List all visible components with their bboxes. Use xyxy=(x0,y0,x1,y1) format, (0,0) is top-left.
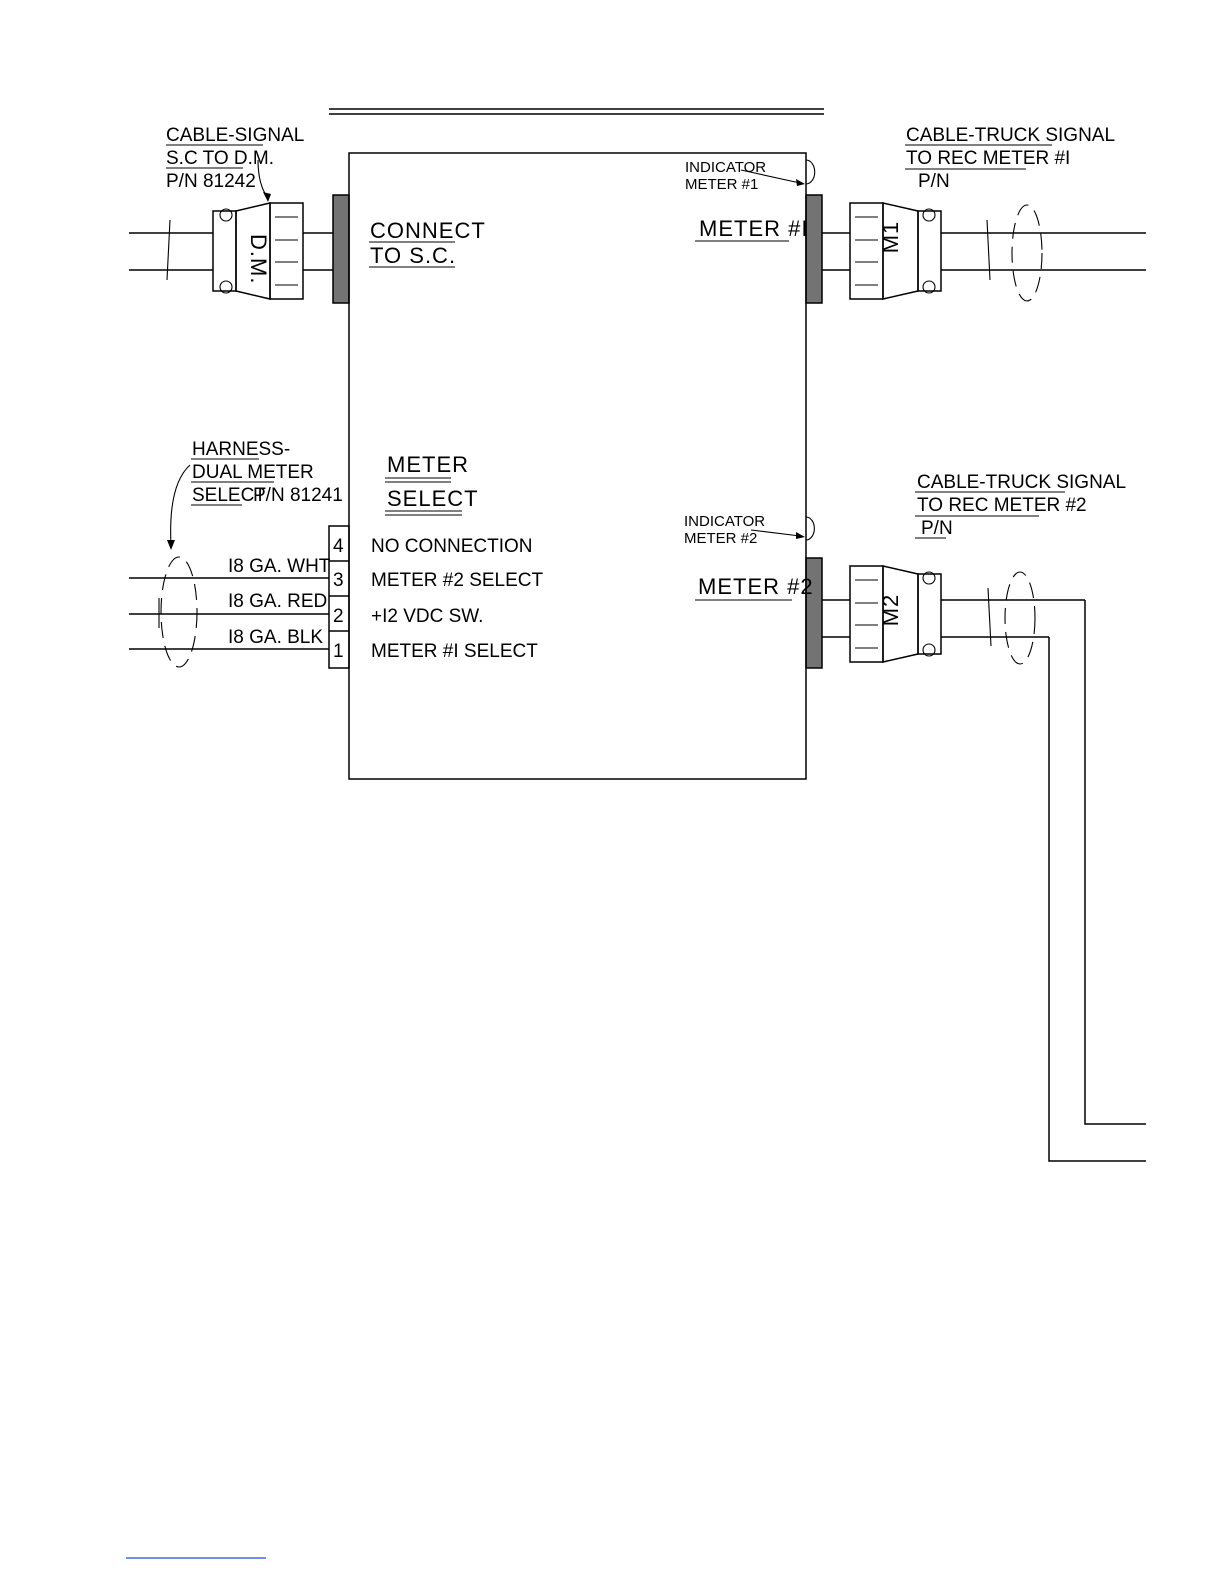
wire-blk: I8 GA. BLK xyxy=(228,627,323,648)
meter-select-line1: METER xyxy=(387,452,469,477)
terminal-label-4: NO CONNECTION xyxy=(371,536,533,557)
meter2-label: METER #2 xyxy=(698,574,814,599)
bottom-right-connector: M2 xyxy=(805,557,1085,669)
terminal-num-2: 2 xyxy=(333,606,344,627)
harness-line2: DUAL METER xyxy=(192,462,314,483)
tl-connector-label: D.M. xyxy=(246,234,271,284)
meter2-wire-run xyxy=(1048,600,1146,1162)
connect-line1: CONNECT xyxy=(370,218,486,243)
terminal-label-2: +I2 VDC SW. xyxy=(371,606,483,627)
dual-meter-box xyxy=(348,152,807,780)
wire-wht: I8 GA. WHT xyxy=(228,556,331,577)
terminal-num-4: 4 xyxy=(333,536,344,557)
terminal-num-1: 1 xyxy=(333,641,344,662)
top-right-connector: M1 xyxy=(805,194,1146,304)
top-left-cable-label: CABLE-SIGNAL S.C TO D.M. P/N 81242 xyxy=(166,125,304,192)
terminal-label-1: METER #I SELECT xyxy=(371,641,538,662)
harness-leader-arrow xyxy=(170,464,191,546)
harness-label: HARNESS- DUAL METER SELECT P/N 81241 xyxy=(191,439,343,506)
br-connector-label: M2 xyxy=(878,594,903,627)
tl-cable-line1: CABLE-SIGNAL xyxy=(166,125,304,146)
indicator1-line2: METER #1 xyxy=(685,176,758,193)
br-cable-line2: TO REC METER #2 xyxy=(917,495,1087,516)
tr-connector-label: M1 xyxy=(878,221,903,254)
header-rule xyxy=(329,108,824,115)
tr-cable-line3: P/N xyxy=(918,171,950,192)
br-cable-line3: P/N xyxy=(921,518,953,539)
meter-select-line2: SELECT xyxy=(387,486,479,511)
meter1-label: METER #I xyxy=(699,216,808,241)
br-cable-line1: CABLE-TRUCK SIGNAL xyxy=(917,472,1126,493)
bottom-right-cable-label: CABLE-TRUCK SIGNAL TO REC METER #2 P/N xyxy=(915,472,1126,539)
terminal-num-3: 3 xyxy=(333,570,344,591)
indicator2-lamp xyxy=(805,516,815,541)
terminal-block: 4 3 2 1 xyxy=(328,525,350,669)
terminal-label-3: METER #2 SELECT xyxy=(371,570,543,591)
top-left-connector: D.M. xyxy=(129,194,350,304)
tl-cable-line3: P/N 81242 xyxy=(166,171,256,192)
harness-line3b: P/N 81241 xyxy=(253,485,343,506)
harness-line1: HARNESS- xyxy=(192,439,290,460)
wire-red: I8 GA. RED xyxy=(228,591,327,612)
indicator1-lamp xyxy=(805,159,816,185)
tr-cable-line1: CABLE-TRUCK SIGNAL xyxy=(906,125,1115,146)
connect-line2: TO S.C. xyxy=(370,243,456,268)
indicator2-line1: INDICATOR xyxy=(684,513,765,530)
harness-line3a: SELECT xyxy=(192,485,266,506)
indicator2-line2: METER #2 xyxy=(684,530,757,547)
harness-wires xyxy=(129,556,329,668)
indicator1-line1: INDICATOR xyxy=(685,159,766,176)
tr-cable-line2: TO REC METER #I xyxy=(906,148,1070,169)
tl-cable-line2: S.C TO D.M. xyxy=(166,148,274,169)
top-right-cable-label: CABLE-TRUCK SIGNAL TO REC METER #I P/N xyxy=(905,125,1115,192)
